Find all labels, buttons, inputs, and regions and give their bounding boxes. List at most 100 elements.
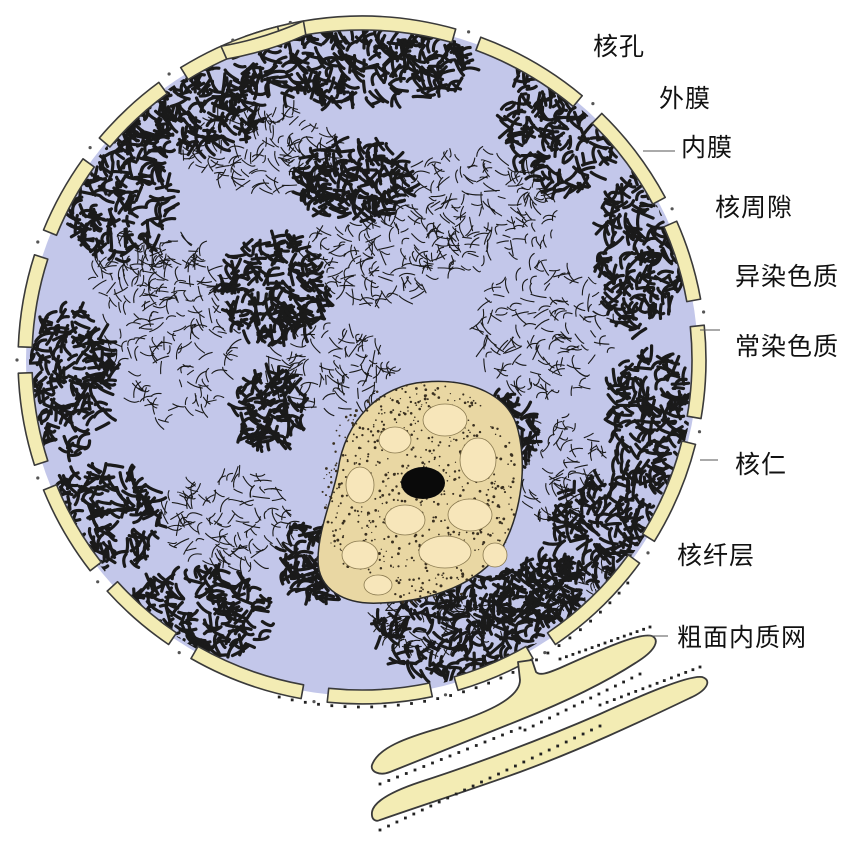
- ribosome: [589, 620, 592, 623]
- ribosome: [535, 659, 538, 662]
- ribosome: [466, 748, 469, 751]
- ribosome: [514, 765, 517, 768]
- fibrillar-center: [483, 543, 507, 567]
- ribosome: [584, 649, 587, 652]
- nuclear-pore-mark: [178, 651, 181, 654]
- ribosome: [487, 682, 490, 685]
- ribosome: [589, 697, 592, 700]
- ribosome: [610, 639, 613, 642]
- ribosome: [397, 704, 400, 707]
- ribosome: [597, 644, 600, 647]
- ribosome: [649, 685, 652, 688]
- ribosome: [547, 652, 550, 655]
- ribosome: [626, 582, 629, 585]
- label-heterochromatin: 异染色质: [735, 264, 839, 289]
- fibrillar-center: [346, 467, 374, 503]
- nuclear-pore-mark: [698, 430, 701, 433]
- ribosome: [620, 696, 623, 699]
- ribosome: [484, 741, 487, 744]
- ribosome: [501, 734, 504, 737]
- ribosome: [379, 783, 382, 786]
- ribosome: [573, 737, 576, 740]
- ribosome: [291, 699, 294, 702]
- ribosome: [559, 658, 562, 661]
- label-nuclear-lamina: 核纤层: [677, 543, 755, 568]
- fibrillar-center: [385, 505, 425, 535]
- label-perinuclear-space: 核周隙: [715, 195, 793, 220]
- label-nucleolus: 核仁: [735, 452, 787, 477]
- ribosome: [446, 797, 449, 800]
- ribosome: [497, 773, 500, 776]
- ribosome: [472, 785, 475, 788]
- ribosome: [627, 693, 630, 696]
- nuclear-pore-mark: [671, 207, 674, 210]
- ribosome: [304, 701, 307, 704]
- ribosome: [565, 741, 568, 744]
- ribosome: [370, 706, 373, 709]
- nuclear-pore-mark: [467, 30, 470, 33]
- ribosome: [629, 633, 632, 636]
- nuclear-pore-mark: [591, 102, 594, 105]
- ribosome: [591, 646, 594, 649]
- ribosome: [582, 733, 585, 736]
- ribosome: [557, 713, 560, 716]
- ribosome: [449, 694, 452, 697]
- ribosome: [384, 705, 387, 708]
- ribosome: [422, 765, 425, 768]
- ribosome: [429, 805, 432, 808]
- ribosome: [412, 813, 415, 816]
- ribosome: [387, 779, 390, 782]
- ribosome: [421, 809, 424, 812]
- ribosome: [618, 592, 621, 595]
- ribosome: [599, 725, 602, 728]
- ribosome: [599, 611, 602, 614]
- nuclear-pore-mark: [289, 21, 292, 24]
- label-outer-membrane: 外膜: [659, 86, 711, 111]
- ribosome: [590, 729, 593, 732]
- ribosome: [463, 789, 466, 792]
- ribosome: [692, 668, 695, 671]
- ribosome: [475, 744, 478, 747]
- ribosome: [613, 698, 616, 701]
- ribosome: [642, 628, 645, 631]
- ribosome: [639, 673, 642, 676]
- ribosome: [636, 630, 639, 633]
- ribosome: [604, 642, 607, 645]
- ribosome: [405, 772, 408, 775]
- ribosome: [558, 644, 561, 647]
- ribosome: [387, 825, 390, 828]
- ribosome: [579, 628, 582, 631]
- ribosome: [569, 637, 572, 640]
- ribosome: [634, 690, 637, 693]
- ribosome: [609, 601, 612, 604]
- ribosome: [623, 635, 626, 638]
- ribosome: [492, 737, 495, 740]
- ribosome: [548, 749, 551, 752]
- ribosome: [599, 704, 602, 707]
- ribosome: [556, 745, 559, 748]
- ribosome: [512, 671, 515, 674]
- fibrillar-center: [379, 427, 411, 453]
- ribosome: [396, 821, 399, 824]
- nuclear-pore-mark: [15, 358, 18, 361]
- ribosome: [642, 687, 645, 690]
- nuclear-pore-mark: [543, 651, 546, 654]
- ribosome: [539, 753, 542, 756]
- fibrillar-center: [364, 575, 392, 595]
- ribosome: [522, 761, 525, 764]
- nuclear-pore-mark: [89, 146, 92, 149]
- ribosome: [565, 655, 568, 658]
- ribosome: [614, 685, 617, 688]
- ribosome: [500, 677, 503, 680]
- ribosome: [670, 677, 673, 680]
- nuclear-pore-mark: [231, 39, 234, 42]
- ribosome: [606, 689, 609, 692]
- ribosome: [489, 777, 492, 780]
- ribosome: [344, 705, 347, 708]
- ribosome: [677, 674, 680, 677]
- ribosome: [548, 717, 551, 720]
- ribosome: [649, 626, 652, 629]
- ribosome: [414, 769, 417, 772]
- nuclear-pore-mark: [646, 551, 649, 554]
- nuclear-pore-mark: [168, 72, 171, 75]
